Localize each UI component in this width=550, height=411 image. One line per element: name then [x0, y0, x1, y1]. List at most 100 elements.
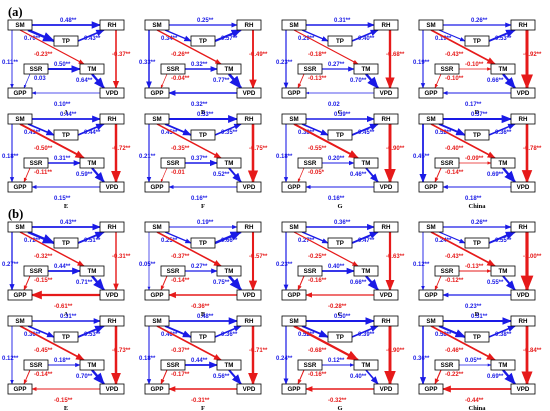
node-label-ssr: SSR [30, 66, 43, 73]
path-coefficient: 0.31** [54, 156, 71, 162]
node-box-tm [490, 265, 516, 277]
node-box-gpp [7, 289, 33, 301]
path-coefficient: -0.61** [54, 304, 73, 310]
node-box-tp [190, 331, 216, 343]
path-panel: 0.50**0.52**0.39**0.24**-0.68**0.12**-0.… [276, 314, 405, 411]
node-box-tm [79, 265, 105, 277]
path-coefficient: 0.24** [435, 238, 452, 244]
path-coefficient: -0.73** [112, 348, 131, 354]
path-coefficient: 0.16** [328, 196, 345, 202]
path-coefficient: -0.75** [249, 146, 268, 152]
path-coefficient: 0.27** [2, 262, 19, 268]
path-coefficient: -0.45** [34, 348, 53, 354]
node-box-ssr [297, 157, 323, 169]
node-box-vpd [373, 383, 399, 395]
path-coefficient: 0.36** [495, 130, 512, 136]
path-coefficient: -0.63** [386, 254, 405, 260]
path-coefficient: -0.14** [445, 170, 464, 176]
node-box-tp [190, 129, 216, 141]
path-coefficient: 0.19** [435, 36, 452, 42]
panel-caption: D [475, 109, 480, 116]
path-arrow [214, 29, 242, 42]
path-panel: 0.19**0.25**0.66**0.05**-0.37**0.27**-0.… [139, 220, 268, 318]
panel-caption: E [64, 203, 68, 210]
path-coefficient: -0.05* [308, 170, 325, 176]
path-coefficient: 0.66** [221, 238, 238, 244]
node-box-tm [490, 63, 516, 75]
path-arrow [91, 73, 105, 89]
panel-caption: B [201, 311, 206, 318]
path-arrow [27, 325, 55, 338]
path-arrow [502, 167, 516, 183]
path-coefficient: 0.44** [84, 130, 101, 136]
node-box-rh [510, 315, 536, 327]
path-coefficient: 0.45** [413, 154, 430, 160]
path-arrow [164, 29, 192, 42]
path-arrow [488, 325, 516, 338]
path-arrow [27, 230, 56, 245]
node-box-sm [418, 315, 444, 327]
path-coefficient: 0.69** [487, 172, 504, 178]
node-label-vpd: VPD [243, 90, 256, 97]
node-box-tp [327, 35, 353, 47]
node-box-ssr [434, 359, 460, 371]
node-box-sm [144, 221, 170, 233]
node-box-gpp [144, 181, 170, 193]
path-coefficient: 0.38** [298, 130, 315, 136]
path-coefficient: -0.35** [171, 146, 190, 152]
panel-caption: C [338, 311, 343, 318]
path-coefficient: 0.03 [34, 76, 46, 82]
path-arrow [488, 123, 516, 136]
path-coefficient: 0.29** [298, 36, 315, 42]
path-coefficient: 0.48** [60, 18, 77, 24]
path-coefficient: 0.75** [213, 280, 230, 286]
node-box-ssr [297, 265, 323, 277]
path-arrow [156, 123, 222, 159]
path-coefficient: -0.26** [171, 52, 190, 58]
node-box-rh [99, 221, 125, 233]
path-coefficient: 0.23** [465, 304, 482, 310]
path-coefficient: 0.59** [76, 172, 93, 178]
path-coefficient: -0.78** [523, 146, 542, 152]
path-coefficient: -0.92** [523, 52, 542, 58]
path-arrow [228, 275, 242, 291]
path-coefficient: 0.44** [54, 264, 71, 270]
path-arrow [160, 275, 168, 291]
node-box-gpp [418, 87, 444, 99]
node-label-rh: RH [245, 22, 254, 29]
node-box-gpp [144, 87, 170, 99]
section-label: (a) [8, 5, 23, 19]
path-coefficient: 0.23** [276, 60, 293, 66]
node-box-gpp [281, 181, 307, 193]
path-coefficient: -0.90** [386, 348, 405, 354]
path-coefficient: 0.33** [139, 60, 156, 66]
node-label-vpd: VPD [380, 90, 393, 97]
path-coefficient: 0.39** [358, 332, 375, 338]
node-box-tm [79, 157, 105, 169]
node-box-tm [216, 265, 242, 277]
node-box-tp [53, 237, 79, 249]
panel-caption: A [64, 109, 69, 116]
path-arrow [156, 29, 222, 65]
path-coefficient: 0.34** [161, 36, 178, 42]
node-box-tp [53, 129, 79, 141]
path-arrow [301, 325, 329, 338]
panel-caption: F [201, 405, 205, 411]
path-coefficient: 0.50** [54, 62, 71, 68]
path-panel: 0.48**0.46**0.36**0.18**-0.37**0.44**-0.… [139, 314, 268, 411]
path-arrow [293, 231, 359, 267]
path-arrow [91, 369, 105, 385]
node-box-vpd [373, 87, 399, 99]
path-coefficient: 0.64** [76, 78, 93, 84]
path-coefficient: 0.70** [350, 78, 367, 84]
node-label-ssr: SSR [30, 362, 43, 369]
node-box-tp [327, 237, 353, 249]
path-arrow [228, 167, 242, 183]
node-box-ssr [23, 265, 49, 277]
node-label-gpp: GPP [287, 184, 300, 191]
path-arrow [23, 369, 31, 385]
path-coefficient: 0.12** [2, 356, 19, 362]
path-arrow [365, 275, 379, 291]
path-coefficient: -0.09** [465, 156, 484, 162]
node-label-rh: RH [382, 224, 391, 231]
